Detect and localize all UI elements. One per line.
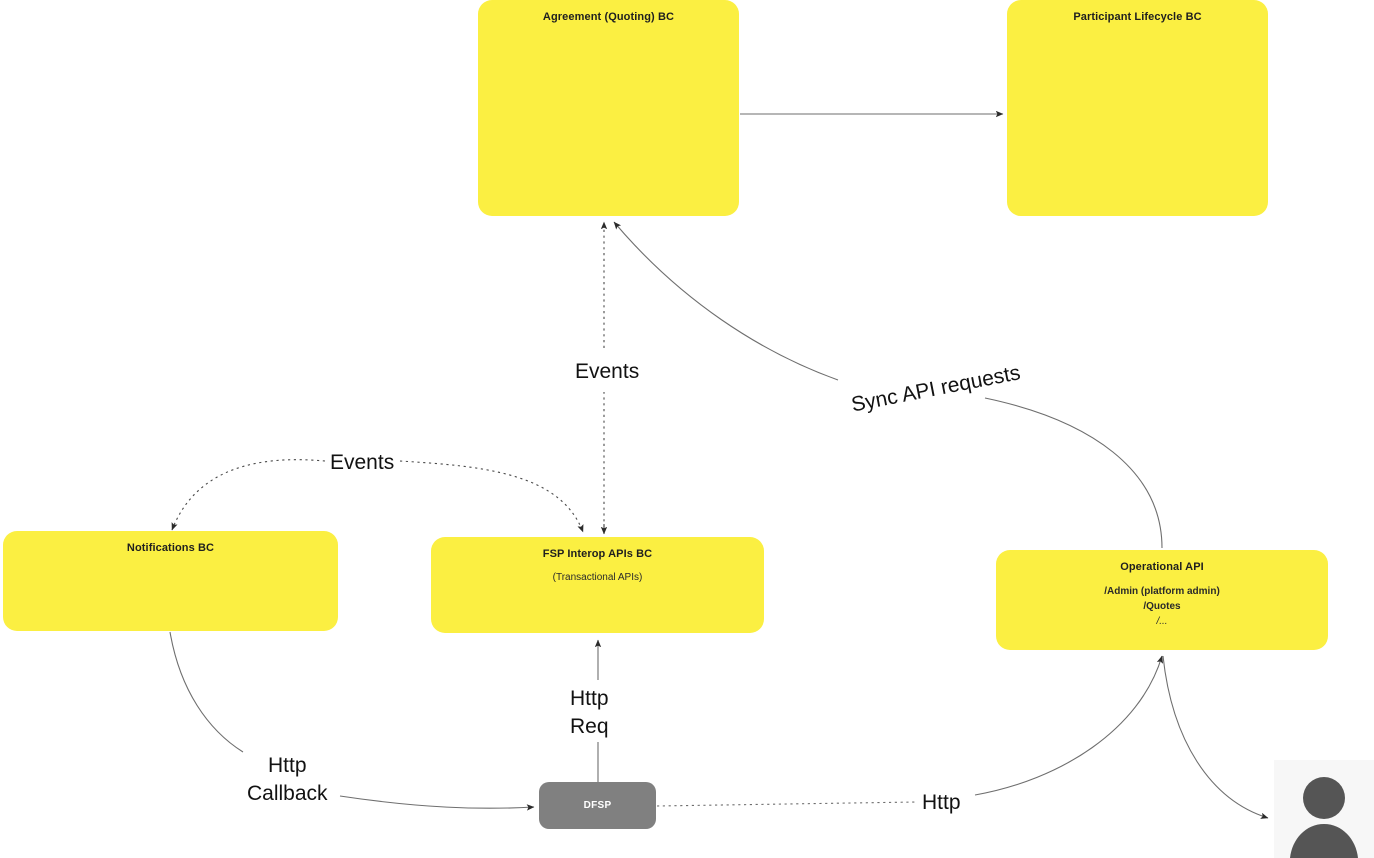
operational-api-title: Operational API [1120,561,1204,573]
fsp-interop-apis-bc-title: FSP Interop APIs BC [542,548,653,560]
operational-api-endpoint-more: /... [1156,615,1168,627]
edge-events-arc-to-fspinterop [399,460,584,533]
notifications-bc-title: Notifications BC [126,542,215,554]
edge-sync-curve-upper [613,221,839,381]
person-user-icon [1288,774,1360,858]
edge-notifications-to-dfsp-http-callback-b [339,795,535,811]
operational-api-endpoints: /Admin (platform admin) /Quotes /... [1104,584,1220,629]
edge-label-http-callback: Http Callback [247,754,328,805]
dfsp-actor[interactable]: DFSP [539,782,656,829]
participant-lifecycle-bc-title: Participant Lifecycle BC [1073,11,1202,23]
dfsp-actor-label: DFSP [583,800,612,811]
edge-operational-to-agreement-sync [984,397,1163,549]
edge-events-arc-to-notifications [171,459,326,531]
agreement-quoting-bc-title: Agreement (Quoting) BC [542,11,675,23]
edge-label-http: Http [922,791,961,814]
edge-dfsp-to-operational-http-b [974,655,1164,796]
operational-api[interactable]: Operational API /Admin (platform admin) … [996,550,1328,650]
edge-label-http-req: Http Req [570,687,609,738]
edge-label-events-arc: Events [330,451,395,474]
fsp-interop-apis-bc-subtitle: (Transactional APIs) [552,571,643,583]
fsp-interop-apis-bc[interactable]: FSP Interop APIs BC (Transactional APIs) [431,537,764,633]
edge-label-events-vertical: Events [575,360,640,383]
notifications-bc[interactable]: Notifications BC [3,531,338,631]
operational-api-endpoint-admin: /Admin (platform admin) [1104,585,1220,597]
edge-operational-to-person [1162,655,1269,819]
edge-notifications-to-dfsp-http-callback-a [169,631,244,753]
person-panel [1274,760,1374,858]
agreement-quoting-bc[interactable]: Agreement (Quoting) BC [478,0,739,216]
edge-dfsp-to-operational-http-a [656,801,917,807]
operational-api-endpoint-quotes: /Quotes [1143,600,1181,612]
participant-lifecycle-bc[interactable]: Participant Lifecycle BC [1007,0,1268,216]
